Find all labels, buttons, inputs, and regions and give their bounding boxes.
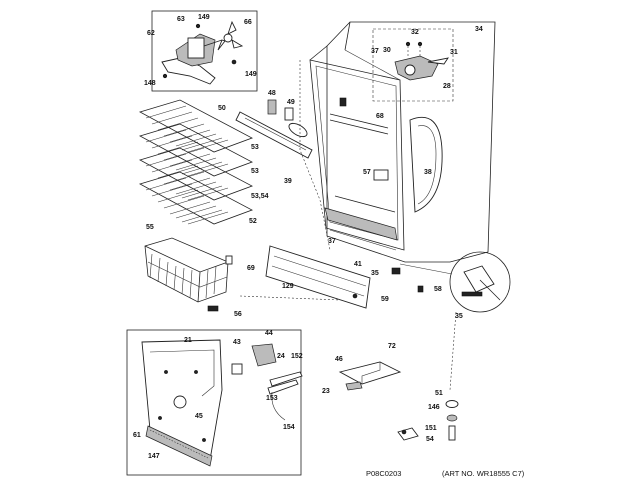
wire-basket: [144, 237, 233, 312]
part-callout-66: 66: [244, 19, 252, 26]
wire-shelf: [138, 147, 253, 201]
part-callout-149: 149: [245, 71, 257, 78]
part-callout-46: 46: [335, 356, 343, 363]
part-callout-152: 152: [291, 353, 303, 360]
part-callout-147: 147: [148, 453, 160, 460]
part-callout-69: 69: [247, 265, 255, 272]
part-callout-56: 56: [234, 311, 242, 318]
part-callout-54: 54: [426, 436, 434, 443]
part-callout-24: 24: [277, 353, 285, 360]
wire-shelf: [138, 171, 253, 225]
part-callout-61: 61: [133, 432, 141, 439]
leader-lines: [239, 60, 457, 391]
wire-shelf: [138, 123, 253, 177]
part-callout-21: 21: [184, 337, 192, 344]
part-callout-55: 55: [146, 224, 154, 231]
part-callout-68: 68: [376, 113, 384, 120]
toe-grille: [265, 245, 371, 309]
part-callout-35: 35: [371, 270, 379, 277]
part-callout-52: 52: [249, 218, 257, 225]
part-callout-149: 149: [198, 14, 210, 21]
part-callout-38: 38: [424, 169, 432, 176]
part-callout-30: 30: [383, 47, 391, 54]
part-callout-32: 32: [411, 29, 419, 36]
art-number: (ART NO. WR18555 C7): [442, 469, 525, 478]
drawing-code: P08C0203: [366, 469, 401, 478]
part-callout-39: 39: [284, 178, 292, 185]
callout-labels: 63 149 66 62 148 149 34 32 37 30 31 28 48 49 50 68 53 53 5…: [133, 14, 483, 460]
part-callout-35: 35: [455, 313, 463, 320]
part-callout-58: 58: [434, 286, 442, 293]
freezer-cabinet: [309, 21, 496, 275]
part-callout-37: 37: [371, 48, 379, 55]
part-callout-153: 153: [266, 395, 278, 402]
part-callout-146: 146: [428, 404, 440, 411]
wire-shelf: [138, 99, 253, 153]
part-callout-48: 48: [268, 90, 276, 97]
hinge-detail: [399, 251, 511, 313]
part-callout-28: 28: [443, 83, 451, 90]
part-callout-62: 62: [147, 30, 155, 37]
wire-shelves: [138, 99, 253, 225]
part-callout-151: 151: [425, 425, 437, 432]
fan-motor-assembly: [151, 10, 258, 92]
part-callout-49: 49: [287, 99, 295, 106]
part-callout-53: 53: [251, 168, 259, 175]
part-callout-50: 50: [218, 105, 226, 112]
part-callout-44: 44: [265, 330, 273, 337]
light-assembly: [235, 99, 313, 159]
part-callout-72: 72: [388, 343, 396, 350]
part-callout-63: 63: [177, 16, 185, 23]
part-callout-129: 129: [282, 283, 294, 290]
hinge-pin-parts: [397, 400, 459, 441]
part-callout-57: 57: [363, 169, 371, 176]
part-callout-37: 37: [328, 238, 336, 245]
part-callout-23: 23: [322, 388, 330, 395]
part-callout-43: 43: [233, 339, 241, 346]
part-callout-45: 45: [195, 413, 203, 420]
part-callout-51: 51: [435, 390, 443, 397]
fan-blade-icon: [217, 20, 244, 51]
door-stop-parts: [338, 361, 402, 391]
part-callout-34: 34: [475, 26, 483, 33]
part-callout-31: 31: [450, 49, 458, 56]
part-callout-53: 53: [251, 144, 259, 151]
part-callout-41: 41: [354, 261, 362, 268]
part-callout-53-54: 53,54: [251, 193, 269, 200]
part-callout-59: 59: [381, 296, 389, 303]
door-parts-panel: [126, 329, 303, 476]
part-callout-148: 148: [144, 80, 156, 87]
part-callout-154: 154: [283, 424, 295, 431]
temperature-control-assembly: [372, 28, 454, 102]
